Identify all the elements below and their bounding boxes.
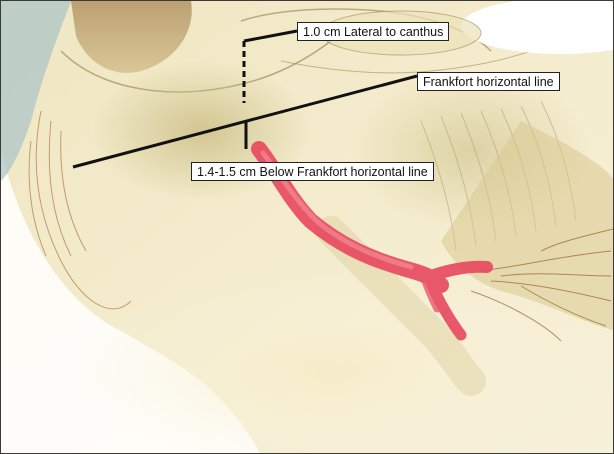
- label-frankfort-line-text: Frankfort horizontal line: [423, 75, 554, 89]
- label-lateral-to-canthus: 1.0 cm Lateral to canthus: [297, 22, 449, 41]
- label-lateral-to-canthus-text: 1.0 cm Lateral to canthus: [303, 25, 443, 39]
- label-below-frankfort-text: 1.4-1.5 cm Below Frankfort horizontal li…: [197, 165, 428, 179]
- label-below-frankfort: 1.4-1.5 cm Below Frankfort horizontal li…: [191, 162, 434, 181]
- label-frankfort-line: Frankfort horizontal line: [417, 72, 560, 91]
